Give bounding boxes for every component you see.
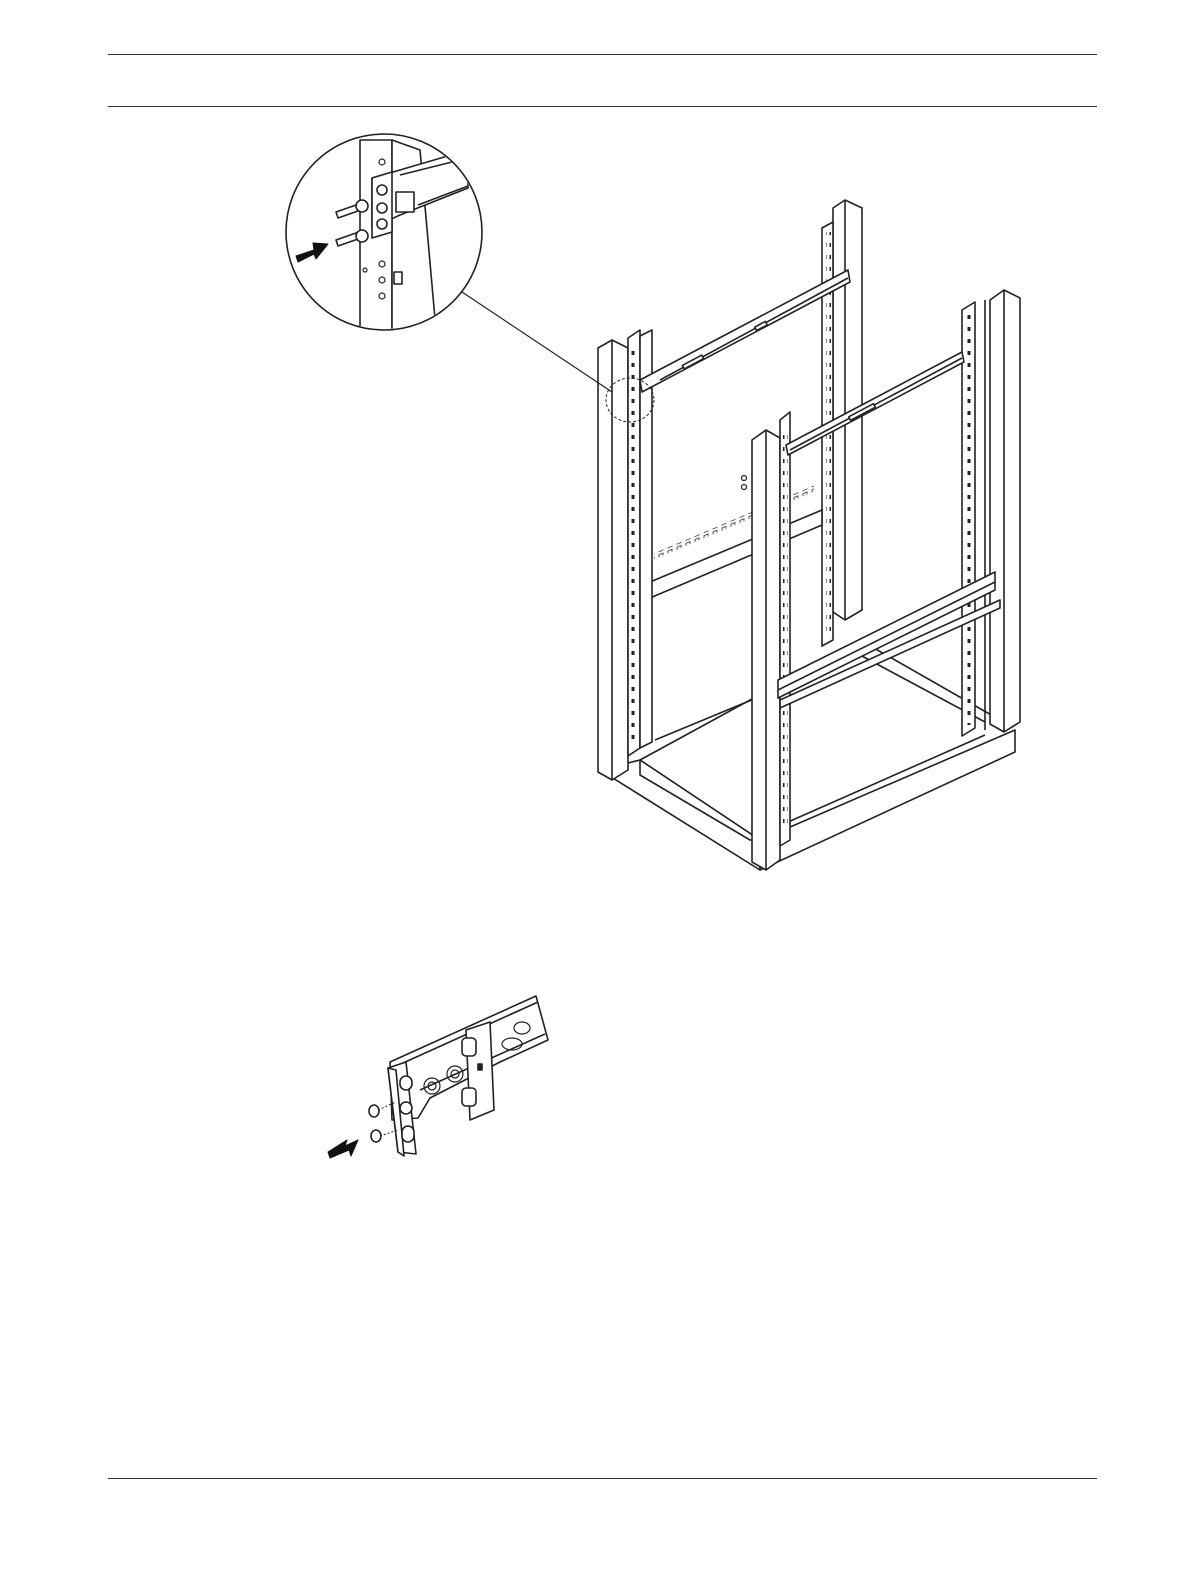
rail-right <box>786 352 964 455</box>
rack-post-back-right <box>962 290 1020 736</box>
callout-leader-line <box>462 292 612 392</box>
rail-bracket-illustration <box>328 996 548 1158</box>
rail-left <box>640 270 850 392</box>
rack-post-front-right <box>752 412 790 870</box>
rack-post-front-left <box>598 330 652 780</box>
rail-detail-callout <box>286 134 482 330</box>
rack-crossbar-upper <box>650 485 822 598</box>
remove-arrow-icon <box>328 1140 358 1158</box>
rack-illustration <box>598 200 1020 870</box>
loose-screws <box>742 476 747 490</box>
